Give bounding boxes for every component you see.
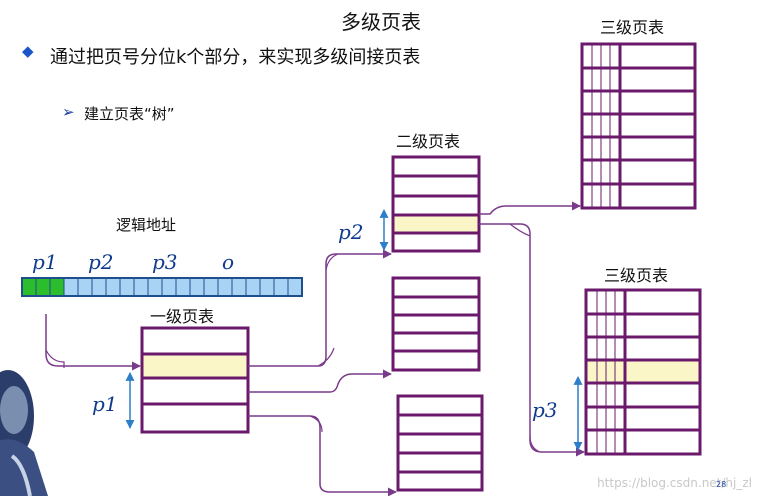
arrow-level1-to-level2-bottom — [248, 415, 397, 496]
address-bit-cell — [189, 277, 205, 297]
level2-table-title: 二级页表 — [396, 132, 461, 151]
address-part-p1: p1 — [32, 250, 58, 274]
offset-label-p1: p1 — [92, 392, 118, 416]
arrow-level2-to-level3-top — [479, 201, 581, 215]
level3-top-table-title: 三级页表 — [600, 18, 665, 37]
address-bit-cell — [35, 277, 51, 297]
address-bit-cell — [63, 277, 79, 297]
sub-bullet-arrow-icon: ➢ — [62, 103, 75, 121]
level2-page-table-bottom — [396, 394, 484, 492]
address-bit-cell — [133, 277, 149, 297]
address-part-o: o — [222, 250, 235, 274]
offset-label-p3: p3 — [532, 398, 558, 422]
address-part-p3: p3 — [152, 250, 178, 274]
address-bit-cell — [161, 277, 177, 297]
address-bit-cell — [91, 277, 107, 297]
page-title: 多级页表 — [341, 10, 421, 34]
sub-bullet-text: 建立页表“树” — [84, 105, 175, 123]
logical-address-bits — [21, 277, 303, 297]
bullet-diamond-icon: ◆ — [22, 42, 34, 60]
address-bit-cell — [203, 277, 219, 297]
address-bit-cell — [105, 277, 121, 297]
arrow-level2-to-level3-bottom — [479, 223, 585, 457]
address-bit-cell — [21, 277, 37, 297]
address-bit-cell — [287, 277, 303, 297]
address-bit-cell — [119, 277, 135, 297]
address-bit-cell — [175, 277, 191, 297]
watermark: https://blog.csdn.net/hj_zl — [597, 476, 752, 490]
arrow-level1-to-level2-top — [248, 249, 392, 367]
level3-page-table-bottom — [584, 288, 702, 456]
address-bit-cell — [49, 277, 65, 297]
page-number: 28 — [716, 480, 727, 489]
address-bit-cell — [231, 277, 247, 297]
address-bit-cell — [147, 277, 163, 297]
address-bit-cell — [217, 277, 233, 297]
presenter-silhouette — [0, 370, 48, 496]
bullet-text: 通过把页号分位k个部分，来实现多级间接页表 — [50, 47, 421, 68]
address-bit-frame — [21, 277, 303, 297]
level2-page-table-top — [391, 155, 481, 253]
address-bit-cell — [245, 277, 261, 297]
address-bit-cell — [77, 277, 93, 297]
level3-page-table-top — [580, 42, 697, 210]
level3-bottom-table-title: 三级页表 — [604, 266, 669, 285]
address-bit-cell — [259, 277, 275, 297]
address-part-p2: p2 — [88, 250, 114, 274]
level1-table-title: 一级页表 — [150, 307, 215, 326]
offset-label-p2: p2 — [338, 220, 364, 244]
level1-page-table — [140, 326, 250, 434]
address-bit-cell — [273, 277, 289, 297]
logical-address-label: 逻辑地址 — [116, 216, 177, 234]
arrow-p1-to-level1 — [45, 314, 141, 371]
level2-page-table-middle — [391, 276, 481, 372]
arrow-level1-to-level2-middle — [248, 369, 392, 393]
